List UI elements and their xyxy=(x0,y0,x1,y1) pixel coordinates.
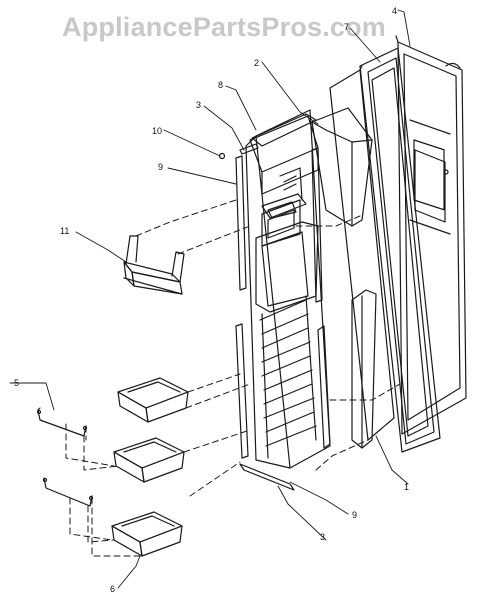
part-7-door-gasket xyxy=(360,48,440,452)
callout-9-upper: 9 xyxy=(158,162,163,172)
callout-7: 7 xyxy=(344,22,349,32)
callout-3-lower: 3 xyxy=(320,532,325,542)
door-bin-middle xyxy=(114,438,184,482)
callout-2: 2 xyxy=(254,58,259,68)
cabinet-shelf-slots xyxy=(260,296,316,458)
part-11-small-bin xyxy=(124,236,184,294)
callout-6: 6 xyxy=(110,584,115,594)
part-1-door-liner xyxy=(330,66,394,440)
callout-9-lower: 9 xyxy=(352,510,357,520)
part-3-lower-trim xyxy=(240,464,294,490)
part-5-retainer-bar-upper xyxy=(38,408,87,436)
door-bin-upper xyxy=(118,378,188,422)
part-8-top-rail xyxy=(252,114,316,146)
cabinet-liner xyxy=(246,110,330,468)
part-2-lower-rail xyxy=(352,290,376,448)
callout-10: 10 xyxy=(152,126,162,136)
part-5-retainer-bar-lower xyxy=(44,478,93,506)
callout-labels: 1 2 3 3 4 5 6 7 8 9 9 10 11 xyxy=(14,6,409,594)
part-3-upper-trim xyxy=(240,144,258,154)
part-4-door-outer-panel xyxy=(396,36,466,434)
callout-5: 5 xyxy=(14,378,19,388)
callout-3-upper: 3 xyxy=(196,100,201,110)
part-6-door-bin-lower xyxy=(112,512,182,556)
callout-11: 11 xyxy=(60,226,69,236)
callout-4: 4 xyxy=(392,6,397,16)
part-2-upper-rail xyxy=(312,108,372,226)
assembly-dashed-lines xyxy=(66,200,400,556)
part-9-lower-trim-strip xyxy=(236,324,248,458)
leader-lines xyxy=(10,10,410,588)
callout-8: 8 xyxy=(218,80,223,90)
part-9-upper-trim-strip xyxy=(236,156,246,290)
callout-1: 1 xyxy=(404,482,409,492)
watermark: AppliancePartsPros.com xyxy=(62,12,387,42)
